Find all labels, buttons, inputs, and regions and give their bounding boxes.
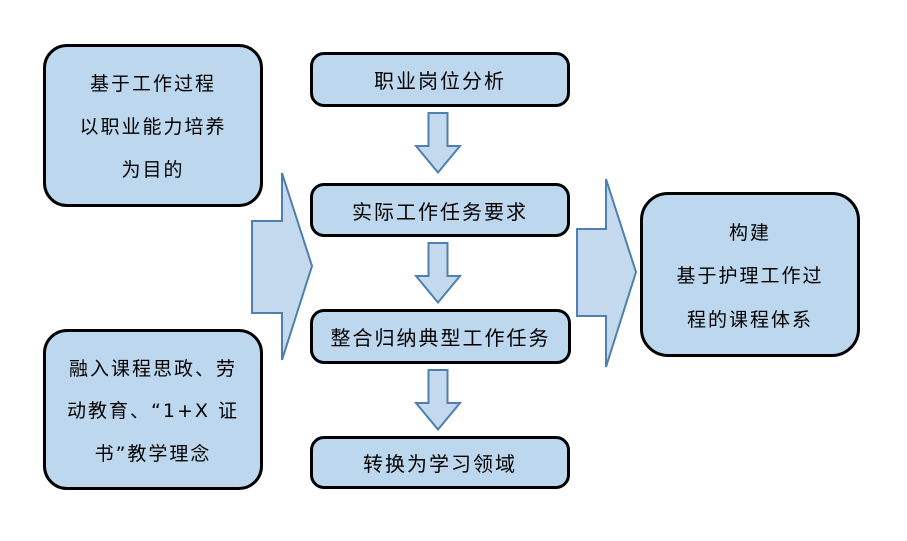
step-box-job-analysis: 职业岗位分析 <box>310 52 570 107</box>
step-box-typical-work-tasks: 整合归纳典型工作任务 <box>310 309 571 364</box>
down-arrow-icon <box>414 242 462 304</box>
step-box-actual-task-requirements: 实际工作任务要求 <box>310 183 570 237</box>
principle-text-line: 为目的 <box>121 159 185 181</box>
right-arrow-icon <box>576 178 638 368</box>
principle-box-ideology-education: 融入课程思政、劳 动教育、“1+X 证 书”教学理念 <box>43 329 263 490</box>
principle-text-line: 基于工作过程 <box>89 73 216 95</box>
down-arrow-icon <box>414 369 462 431</box>
step-label: 转换为学习领域 <box>363 452 517 476</box>
down-arrow-icon <box>414 112 462 174</box>
step-label: 实际工作任务要求 <box>352 199 528 224</box>
result-text-line: 程的课程体系 <box>686 308 813 331</box>
principle-text-line: 融入课程思政、劳 <box>68 357 237 380</box>
principle-text-line: 书”教学理念 <box>94 442 212 465</box>
principle-text-line: 以职业能力培养 <box>79 116 227 138</box>
step-box-learning-fields: 转换为学习领域 <box>310 436 570 489</box>
result-box-curriculum-system: 构建 基于护理工作过 程的课程体系 <box>640 192 860 357</box>
step-label: 职业岗位分析 <box>374 69 506 93</box>
result-text-line: 基于护理工作过 <box>676 265 824 287</box>
step-label: 整合归纳典型工作任务 <box>330 326 551 350</box>
principle-box-work-process: 基于工作过程 以职业能力培养 为目的 <box>43 44 263 207</box>
result-text-line: 构建 <box>728 221 771 244</box>
right-arrow-icon <box>251 172 314 361</box>
principle-text-line: 动教育、“1+X 证 <box>67 400 239 422</box>
